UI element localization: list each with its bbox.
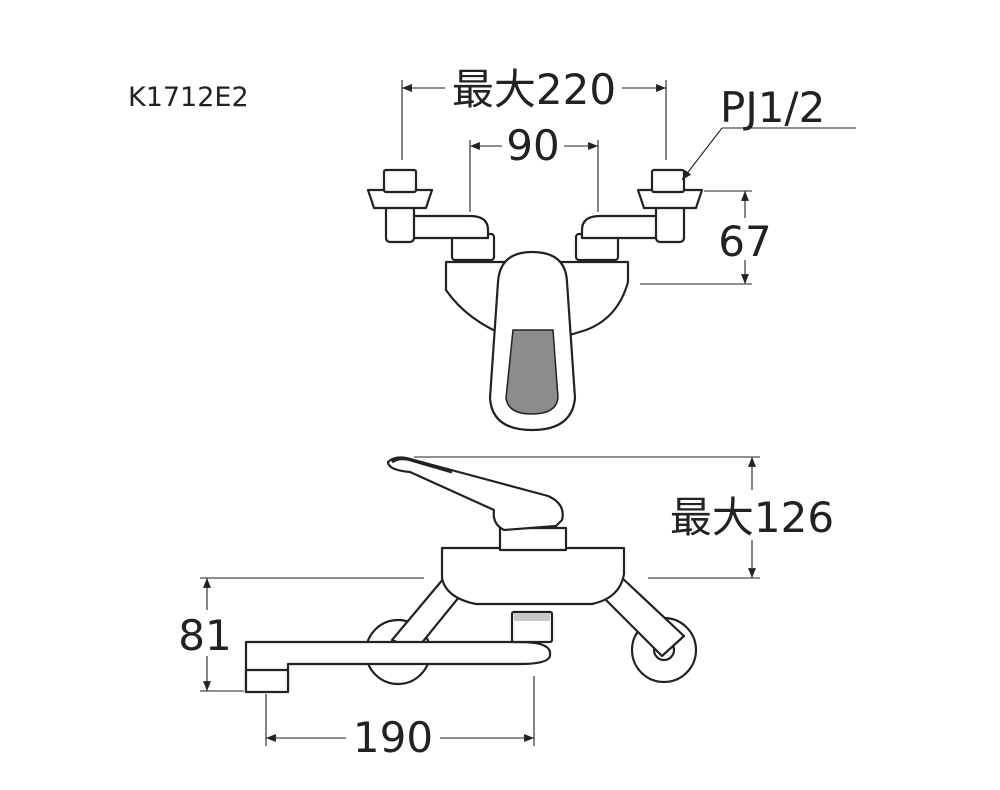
right-elbow xyxy=(654,204,686,244)
side-view-dimensions: 最大126 81 190 xyxy=(178,456,834,762)
dim-center-distance: 90 xyxy=(506,121,559,170)
dim-max-height: 最大126 xyxy=(670,493,834,542)
dim-spout-reach: 190 xyxy=(353,713,433,762)
dim-thread-size: PJ1/2 xyxy=(720,83,825,132)
handle-stem xyxy=(498,526,568,552)
lever-handle-opening xyxy=(505,329,559,415)
side-view xyxy=(244,456,698,694)
right-pipe-fitting xyxy=(650,168,686,194)
top-view-dimensions: 最大220 90 PJ1/2 67 xyxy=(401,65,856,285)
model-number: K1712E2 xyxy=(128,82,249,113)
lever-handle-side xyxy=(386,456,564,532)
faucet-body-side xyxy=(440,546,626,606)
left-elbow xyxy=(384,204,416,244)
dim-max-width: 最大220 xyxy=(452,65,616,114)
left-pipe-fitting xyxy=(382,168,418,194)
top-view xyxy=(366,168,704,432)
dim-height-67: 67 xyxy=(718,217,771,266)
dim-spout-height: 81 xyxy=(178,611,231,660)
spout-tip xyxy=(244,668,290,694)
